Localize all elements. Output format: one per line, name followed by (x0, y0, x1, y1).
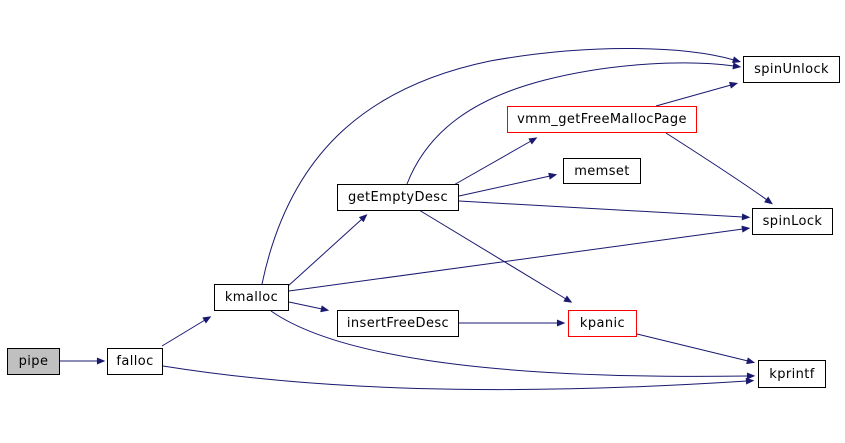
edge-falloc-to-kmalloc (161, 316, 212, 347)
node-vmm_getFreeMallocPage[interactable]: vmm_getFreeMallocPage (507, 106, 697, 133)
node-label: kprintf (769, 366, 815, 382)
node-falloc[interactable]: falloc (107, 348, 163, 375)
node-label: insertFreeDesc (346, 316, 450, 331)
node-label: kpanic (579, 316, 626, 331)
node-kmalloc[interactable]: kmalloc (214, 284, 289, 311)
edge-kpanic-to-kprintf (636, 333, 756, 365)
node-getEmptyDesc[interactable]: getEmptyDesc (337, 184, 459, 211)
edge-getEmptyDesc-to-memset (458, 172, 558, 197)
node-pipe: pipe (7, 348, 60, 375)
node-spinLock[interactable]: spinLock (752, 208, 833, 235)
edge-getEmptyDesc-to-vmm_getFreeMallocPage (451, 137, 538, 187)
node-label: falloc (116, 354, 154, 369)
node-kpanic[interactable]: kpanic (568, 310, 637, 337)
edge-vmm_getFreeMallocPage-to-spinLock (665, 132, 773, 205)
node-label: spinUnlock (754, 62, 829, 77)
node-kprintf[interactable]: kprintf (758, 360, 826, 388)
edge-vmm_getFreeMallocPage-to-spinUnlock (655, 81, 739, 107)
node-label: kmalloc (224, 290, 279, 305)
edge-kmalloc-to-spinUnlock (261, 48, 742, 285)
node-memset[interactable]: memset (563, 158, 641, 184)
edge-kmalloc-to-getEmptyDesc (286, 214, 368, 288)
edge-kmalloc-to-kprintf (270, 310, 756, 380)
node-label: memset (574, 163, 630, 179)
edge-kmalloc-to-spinLock (288, 225, 751, 292)
edge-kmalloc-to-insertFreeDesc (288, 301, 330, 313)
edge-getEmptyDesc-to-spinUnlock (406, 62, 742, 185)
node-label: pipe (18, 354, 49, 369)
node-label: spinLock (762, 214, 823, 229)
edge-getEmptyDesc-to-spinLock (458, 200, 751, 221)
node-insertFreeDesc[interactable]: insertFreeDesc (337, 310, 459, 337)
edge-falloc-to-kprintf (162, 365, 755, 391)
edge-getEmptyDesc-to-kpanic (418, 209, 573, 303)
node-label: vmm_getFreeMallocPage (517, 112, 687, 127)
node-spinUnlock[interactable]: spinUnlock (743, 56, 840, 83)
node-label: getEmptyDesc (348, 190, 448, 205)
